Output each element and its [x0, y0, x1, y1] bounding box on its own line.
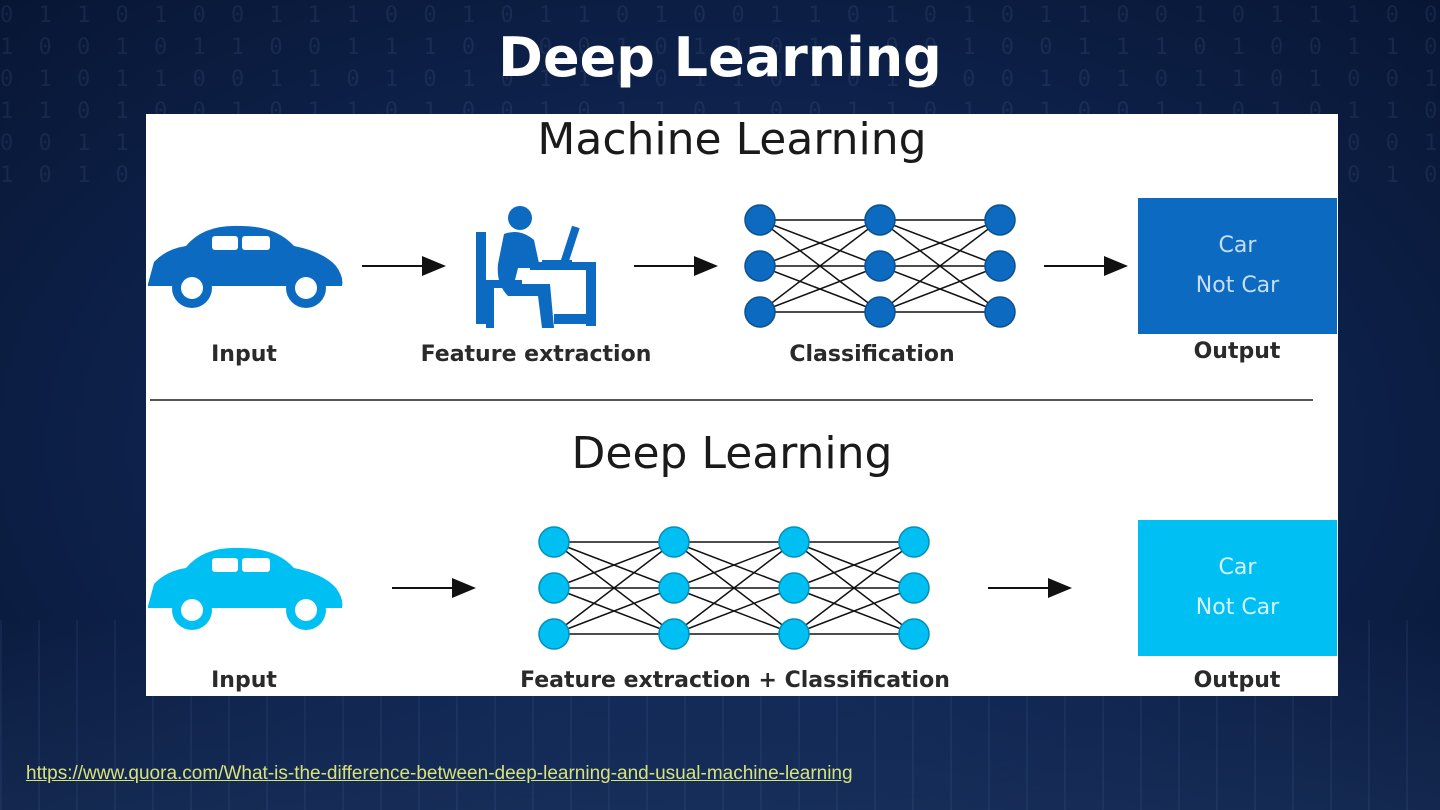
- section-divider: [150, 399, 1313, 401]
- ml-feature-extraction-label: Feature extraction: [420, 342, 652, 367]
- dl-output-car: Car: [1218, 555, 1257, 580]
- ml-section-title: Machine Learning: [537, 114, 927, 165]
- ml-output-box: Car Not Car: [1138, 198, 1337, 334]
- dl-section-title: Deep Learning: [571, 428, 893, 479]
- dl-input-label: Input: [211, 668, 277, 693]
- person-at-desk-icon: [476, 206, 596, 328]
- dl-output-box: Car Not Car: [1138, 520, 1337, 656]
- source-link[interactable]: https://www.quora.com/What-is-the-differ…: [26, 763, 853, 784]
- neural-network-icon: [744, 204, 1016, 328]
- ml-input-label: Input: [211, 342, 277, 367]
- ml-output-label: Output: [1193, 339, 1281, 364]
- car-icon: [148, 225, 343, 308]
- dl-output-label: Output: [1193, 668, 1281, 693]
- neural-network-icon: [538, 526, 930, 650]
- slide-title: Deep Learning: [498, 26, 942, 89]
- dl-output-not-car: Not Car: [1195, 595, 1280, 620]
- car-icon: [148, 547, 343, 630]
- diagram-graphics: [148, 204, 1128, 650]
- dl-feature-extraction-classification-label: Feature extraction + Classification: [520, 668, 950, 693]
- ml-output-car: Car: [1218, 233, 1257, 258]
- ml-vs-dl-diagram: Machine Learning Input Feature extractio…: [146, 114, 1338, 696]
- ml-classification-label: Classification: [789, 342, 955, 367]
- ml-output-not-car: Not Car: [1195, 273, 1280, 298]
